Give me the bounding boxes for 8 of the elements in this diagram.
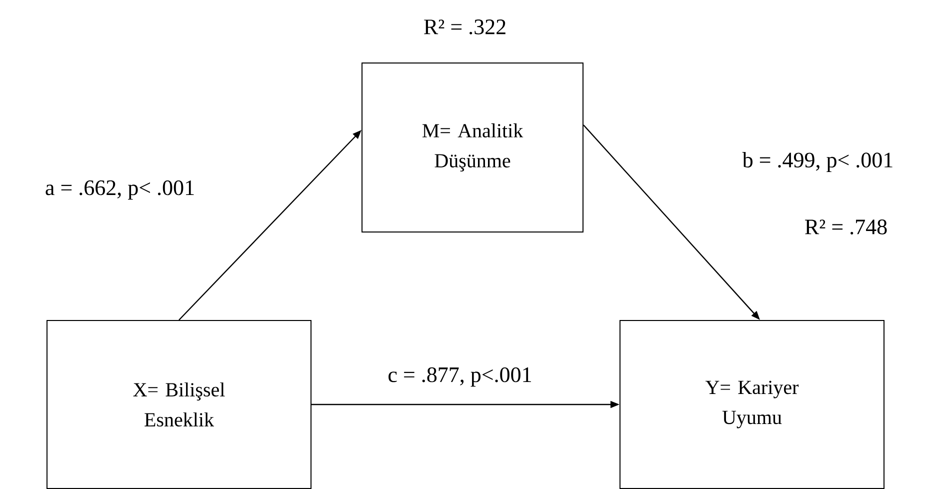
edge-label: a = .662, p< .001: [44, 179, 196, 201]
variable-box: X= Bilişsel Esneklik: [46, 320, 312, 489]
variable-box: Y= Kariyer Uyumu: [620, 320, 884, 489]
r-squared-label: R² = .322: [424, 20, 506, 34]
edge-label: c = .877, p<.001: [386, 366, 534, 388]
edge-label: b = .499, p< .001: [741, 151, 895, 173]
variable-box: M= Analitik Düşünme: [362, 62, 584, 232]
r-squared-label: R² = .748: [805, 220, 887, 234]
